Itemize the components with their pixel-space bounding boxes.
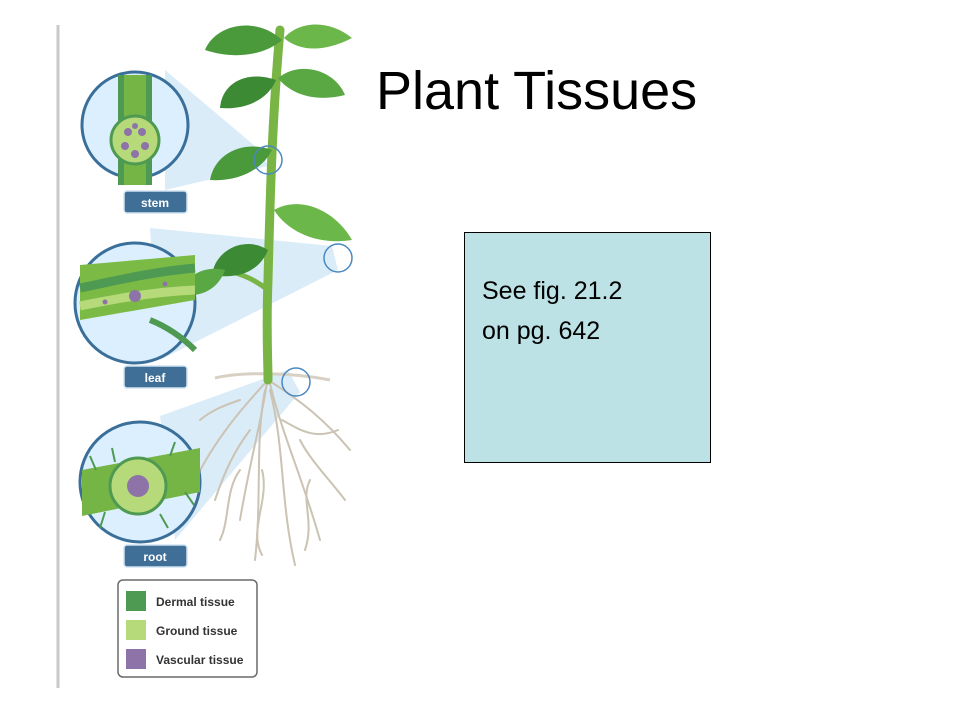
stem-label: stem	[141, 196, 169, 210]
legend-label-dermal: Dermal tissue	[156, 595, 235, 609]
main-stem	[262, 25, 285, 385]
root-callout: root	[78, 420, 202, 568]
leaf-label: leaf	[145, 371, 167, 385]
legend-swatch-ground	[126, 620, 146, 640]
legend-swatch-dermal	[126, 591, 146, 611]
legend-label-vascular: Vascular tissue	[156, 653, 244, 667]
slide-title: Plant Tissues	[376, 61, 698, 121]
leaf-callout: leaf	[73, 241, 198, 389]
root-label: root	[143, 550, 166, 564]
legend-swatch-vascular	[126, 649, 146, 669]
root-system	[194, 374, 351, 566]
note-line-2: on pg. 642	[482, 317, 601, 345]
tissue-legend: Dermal tissue Ground tissue Vascular tis…	[117, 579, 258, 678]
leaf-zoom-marker	[323, 243, 353, 273]
note-line-1: See fig. 21.2	[482, 277, 623, 305]
reference-note-box: See fig. 21.2 on pg. 642	[464, 232, 711, 463]
stem-callout: stem	[80, 70, 190, 214]
plant-tissue-figure: stem leaf root Dermal tiss	[56, 24, 353, 688]
root-zoom-marker	[281, 367, 311, 397]
stem-zoom-marker	[253, 145, 283, 175]
legend-label-ground: Ground tissue	[156, 624, 238, 638]
leaf-zoom-cone	[150, 228, 338, 360]
plant-leaves	[178, 24, 352, 296]
